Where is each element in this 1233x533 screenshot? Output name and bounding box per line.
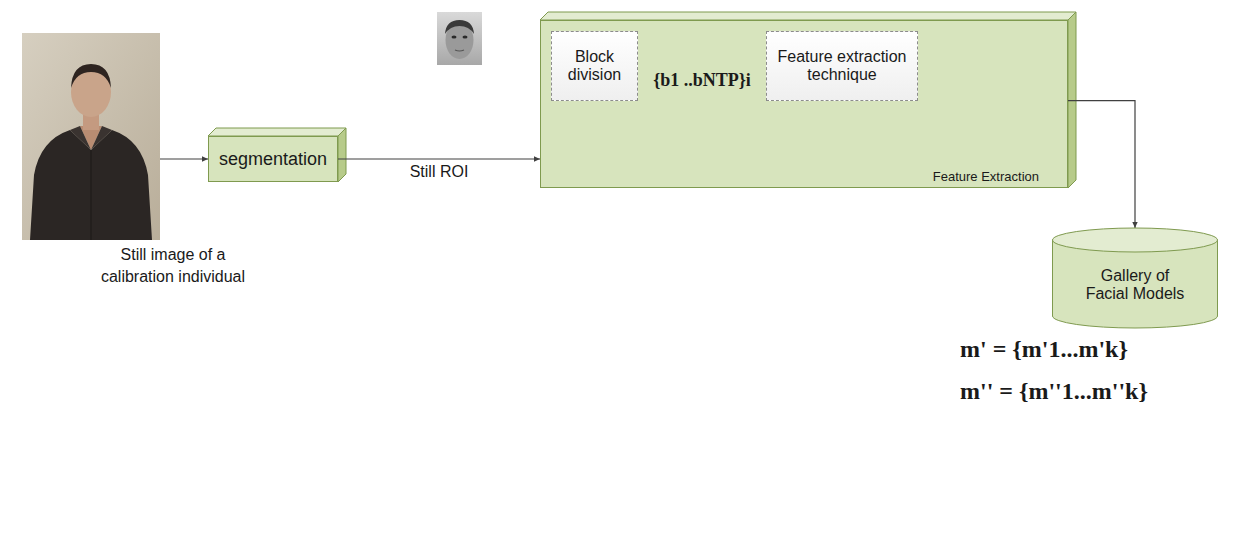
edge-label: {b1 ..bNTP}i <box>653 70 751 91</box>
flow-arrow <box>338 158 540 159</box>
node-text: Block division <box>556 48 633 84</box>
cylinder-top <box>1053 228 1218 252</box>
group-box: Feature Extraction Block division Feature … <box>540 20 1068 188</box>
face-thumbnail <box>437 12 482 65</box>
group-title: Feature Extraction <box>933 169 1039 184</box>
image-caption: Still image of a calibration individual <box>98 244 248 287</box>
node-text: Feature extraction technique <box>771 48 913 84</box>
photo-node: Still image of a calibration individual <box>22 33 160 240</box>
feature-extraction-extrusion <box>540 12 1076 188</box>
process-box: Block division <box>551 31 638 101</box>
process-box: segmentation <box>208 136 338 182</box>
flow-arrow <box>1068 101 1135 228</box>
person-photo <box>22 33 160 240</box>
flow-arrow <box>160 158 208 159</box>
edge-label: Still ROI <box>410 163 469 181</box>
process-box: Feature extraction technique <box>766 31 918 101</box>
formula-label: m' = {m'1...m'k} <box>960 336 1128 363</box>
cylinder-body <box>1053 240 1218 328</box>
segmentation-extrusion <box>208 128 346 182</box>
node-text: Gallery of Facial Models <box>1079 267 1191 303</box>
database-cylinder: Gallery of Facial Models <box>1052 228 1218 328</box>
formula-label: m'' = {m''1...m''k} <box>960 378 1148 405</box>
node-text: segmentation <box>219 149 327 170</box>
